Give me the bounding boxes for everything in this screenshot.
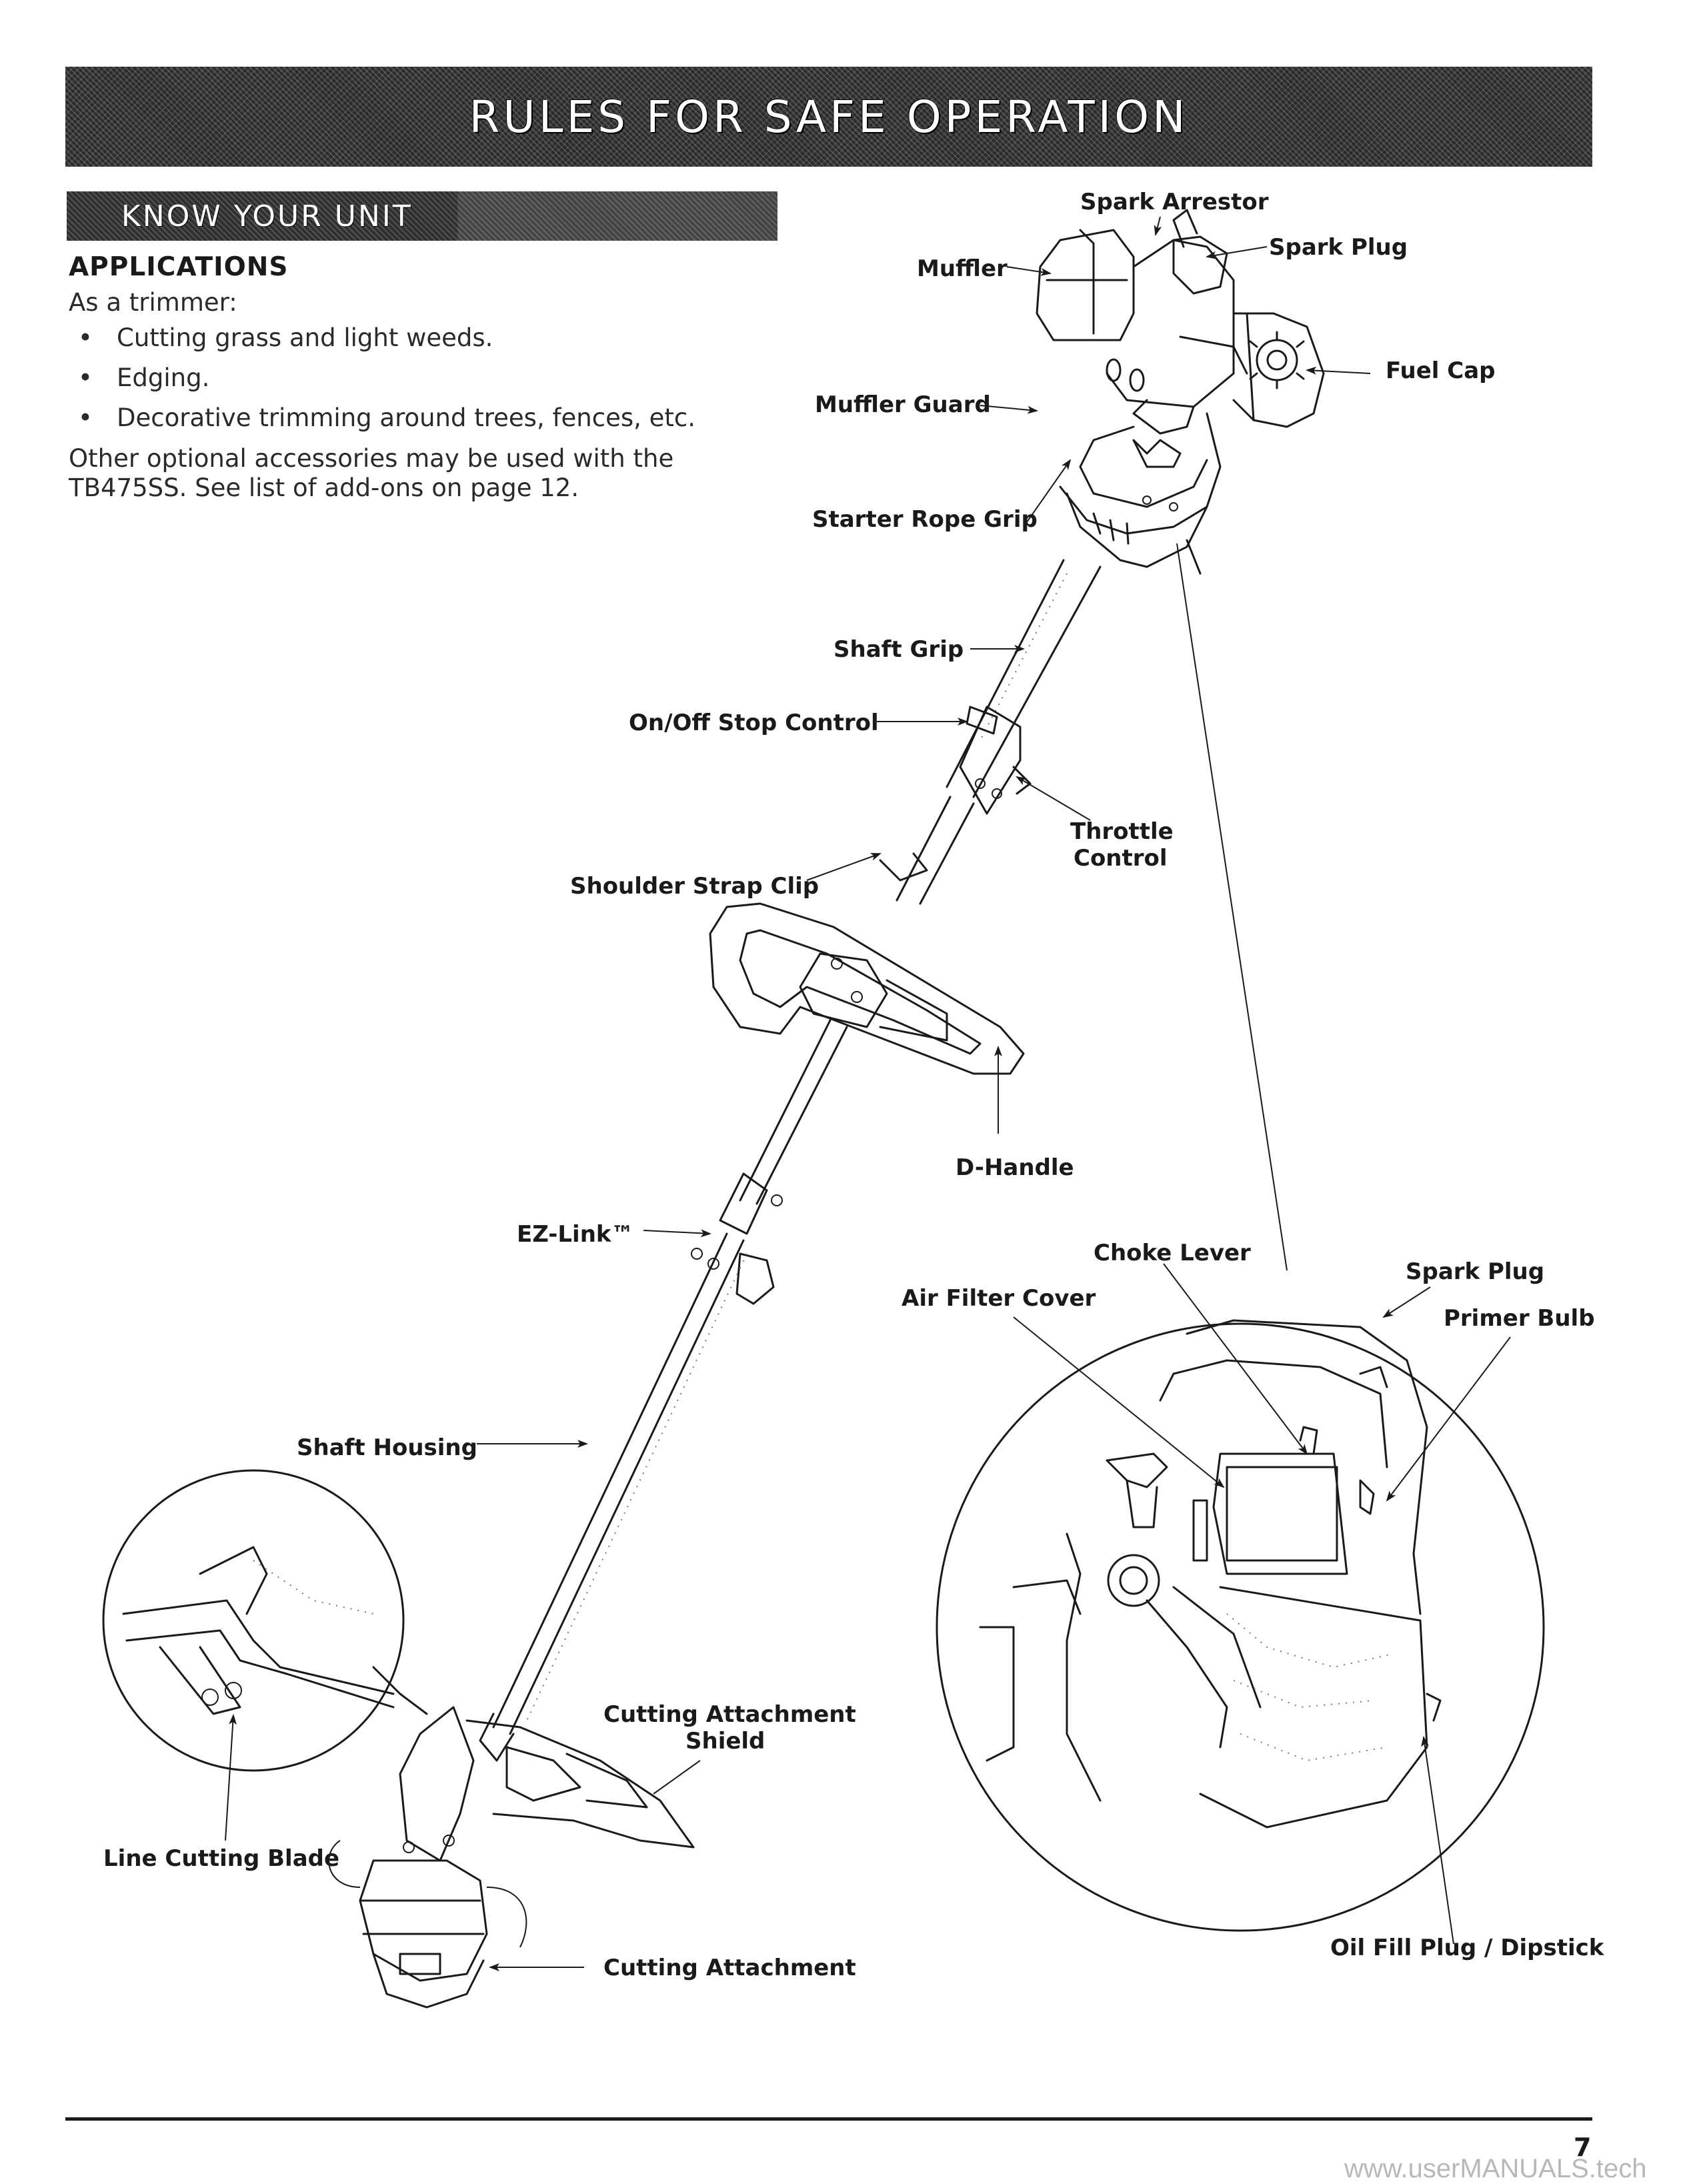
cutting-head-illustration xyxy=(328,1706,695,2009)
label-starter-rope-grip: Starter Rope Grip xyxy=(812,506,1038,533)
label-spark-plug-top: Spark Plug xyxy=(1269,234,1408,261)
label-fuel-cap: Fuel Cap xyxy=(1386,357,1496,384)
label-choke-lever: Choke Lever xyxy=(1094,1240,1251,1266)
label-cutting-attachment: Cutting Attachment xyxy=(603,1955,856,1981)
list-item: • Decorative trimming around trees, fence… xyxy=(69,403,695,443)
bullet: • xyxy=(78,323,93,352)
footer-rule xyxy=(65,2117,1592,2121)
label-air-filter-cover: Air Filter Cover xyxy=(902,1285,1096,1312)
section-bar: KNOW YOUR UNIT xyxy=(67,191,777,241)
label-spark-arrestor: Spark Arrestor xyxy=(1080,189,1269,215)
label-muffler: Muffler xyxy=(917,255,1008,282)
watermark: www.userMANUALS.tech xyxy=(1344,2154,1647,2183)
label-oil-fill-plug-dipstick: Oil Fill Plug / Dipstick xyxy=(1330,1935,1605,1961)
list-item-text: Cutting grass and light weeds. xyxy=(117,323,493,352)
label-shoulder-strap-clip: Shoulder Strap Clip xyxy=(570,873,819,900)
list-item: • Edging. xyxy=(69,363,695,403)
label-line-cutting-blade: Line Cutting Blade xyxy=(103,1845,339,1872)
shaft-illustration xyxy=(479,559,1102,1762)
label-throttle-control-line1: Throttle xyxy=(1070,818,1174,845)
label-shaft-housing: Shaft Housing xyxy=(297,1434,477,1461)
list-item-text: Decorative trimming around trees, fences… xyxy=(117,403,696,432)
page-number: 7 xyxy=(1574,2133,1592,2162)
bullet: • xyxy=(78,403,93,432)
applications-list: • Cutting grass and light weeds. • Edging.… xyxy=(69,323,695,443)
applications-intro: As a trimmer: xyxy=(69,288,237,317)
section-title: KNOW YOUR UNIT xyxy=(121,199,413,233)
applications-heading: APPLICATIONS xyxy=(69,252,289,282)
label-on-off-stop-control: On/Off Stop Control xyxy=(629,710,879,736)
blade-inset xyxy=(102,1469,428,1772)
header-banner: RULES FOR SAFE OPERATION xyxy=(65,67,1592,167)
label-primer-bulb: Primer Bulb xyxy=(1444,1305,1595,1332)
applications-note: Other optional accessories may be used w… xyxy=(69,444,674,502)
list-item-text: Edging. xyxy=(117,363,210,392)
label-muffler-guard: Muffler Guard xyxy=(815,391,991,418)
label-cutting-attachment-shield-line1: Cutting Attachment xyxy=(603,1701,856,1728)
label-ez-link: EZ-Link™ xyxy=(517,1221,634,1248)
engine-illustration xyxy=(1036,209,1325,575)
label-d-handle: D-Handle xyxy=(956,1154,1074,1181)
label-spark-plug-detail: Spark Plug xyxy=(1406,1258,1544,1285)
list-item: • Cutting grass and light weeds. xyxy=(69,323,695,363)
label-cutting-attachment-shield-line2: Shield xyxy=(685,1728,765,1755)
engine-to-inset-line xyxy=(1176,543,1288,1271)
label-shaft-grip: Shaft Grip xyxy=(833,636,964,663)
bullet: • xyxy=(78,363,93,392)
engine-detail-inset xyxy=(936,1319,1545,1932)
label-throttle-control-line2: Control xyxy=(1074,845,1168,872)
page-title: RULES FOR SAFE OPERATION xyxy=(469,91,1189,143)
callout-leaders xyxy=(225,216,1511,1971)
